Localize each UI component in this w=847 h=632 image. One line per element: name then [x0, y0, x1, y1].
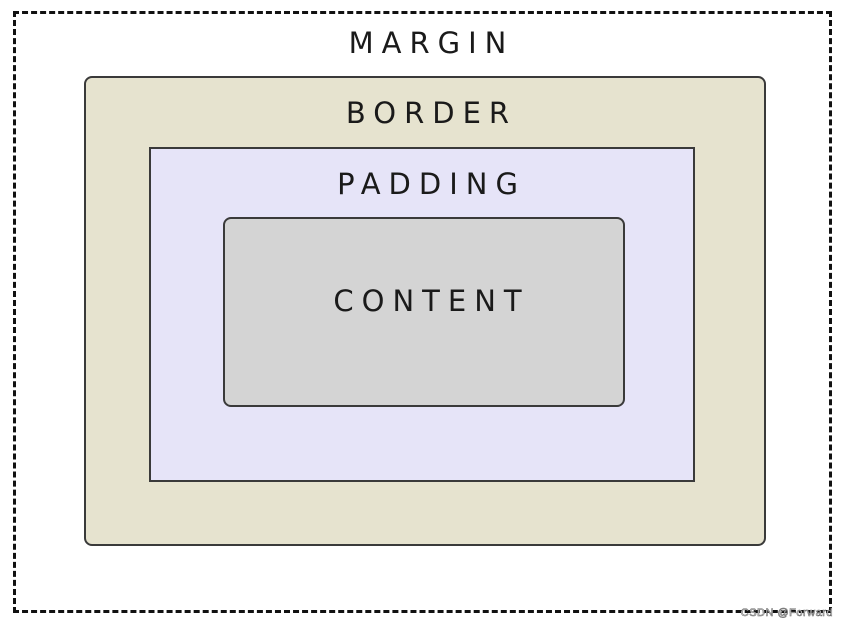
- margin-box: [13, 11, 832, 613]
- border-label: BORDER: [345, 96, 518, 130]
- watermark: CSDN @Forward: [740, 607, 833, 619]
- padding-label: PADDING: [337, 167, 526, 201]
- content-label: CONTENT: [333, 284, 530, 318]
- content-box: [223, 217, 625, 407]
- margin-label: MARGIN: [348, 26, 515, 60]
